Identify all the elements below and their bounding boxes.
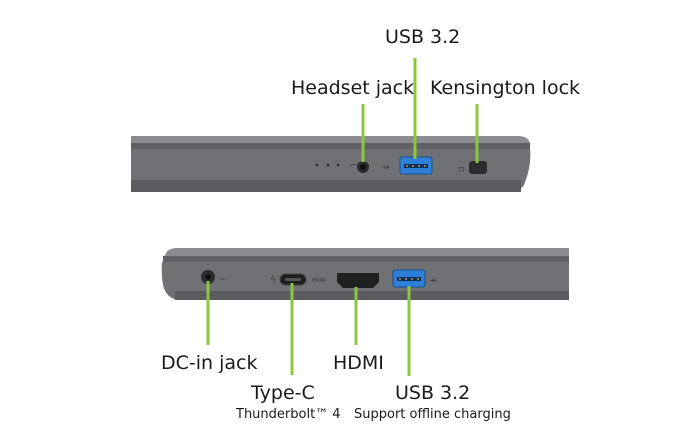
svg-text:⎓: ⎓	[219, 275, 225, 283]
led-indicator-icon	[315, 163, 319, 167]
kensington-lock-icon: ⊓	[458, 161, 487, 174]
svg-text:⌒: ⌒	[350, 164, 358, 173]
usb-3-2-label: USB 3.2	[385, 26, 461, 48]
dc-in-jack-label: DC-in jack	[161, 352, 258, 374]
usb-c-port-icon: ϟ	[270, 273, 307, 286]
dc-in-jack-icon: ⎓	[201, 270, 225, 284]
headset-jack-icon: ⌒	[350, 161, 369, 173]
thunderbolt-sublabel: Thunderbolt™ 4	[236, 407, 341, 422]
kensington-lock-label: Kensington lock	[430, 77, 581, 99]
laptop-left-side-view: ⎓ ϟ HDMI ⇸	[161, 248, 569, 376]
svg-text:⊓: ⊓	[458, 165, 464, 174]
hdmi-label: HDMI	[333, 352, 384, 374]
offline-charging-sublabel: Support offline charging	[354, 407, 511, 422]
headset-jack-label: Headset jack	[291, 77, 415, 99]
svg-text:ϟ: ϟ	[270, 275, 277, 286]
hdmi-port-icon: HDMI	[312, 273, 379, 288]
type-c-label: Type-C	[251, 382, 315, 404]
svg-text:⇸: ⇸	[382, 163, 390, 173]
svg-text:⇸: ⇸	[430, 276, 437, 285]
usb-3-2-bottom-label: USB 3.2	[395, 382, 471, 404]
laptop-right-side-view: ⌒ ⇸ ⊓	[131, 58, 531, 192]
svg-text:HDMI: HDMI	[312, 278, 325, 284]
